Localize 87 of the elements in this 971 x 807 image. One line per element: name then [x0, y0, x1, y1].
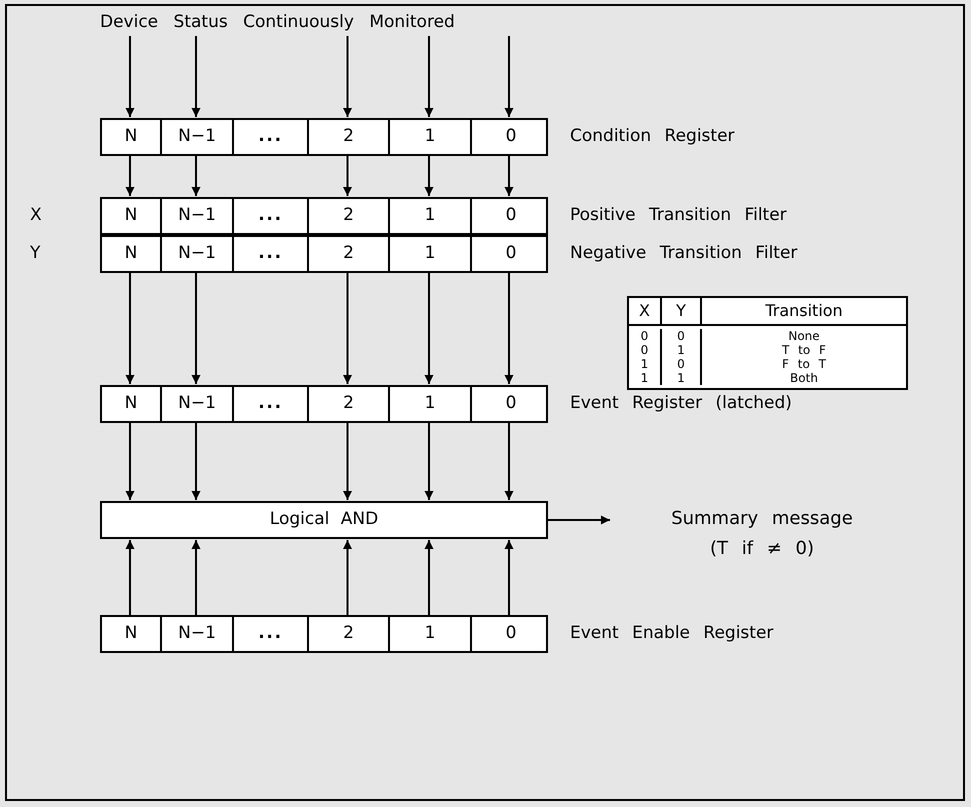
bit-cell: 1 — [390, 237, 472, 271]
bit-cell: 1 — [390, 617, 472, 651]
bit-cell: 2 — [309, 237, 390, 271]
bit-cell: N−1 — [162, 617, 234, 651]
table-cell-text: 1 — [640, 371, 648, 385]
table-cell-text: 1 — [677, 343, 685, 357]
bit-cell: ... — [234, 237, 309, 271]
bit-cell: ... — [234, 199, 309, 233]
bit-cell: N — [102, 387, 162, 421]
arrow — [343, 36, 352, 117]
arrow — [424, 156, 434, 196]
register-box — [100, 615, 548, 653]
arrow — [126, 273, 134, 384]
bit-cell: 2 — [309, 199, 390, 233]
row-letter: Y — [30, 242, 40, 266]
bit-cell: ... — [234, 120, 309, 154]
bit-cell: N — [102, 617, 162, 651]
arrow — [192, 36, 200, 117]
arrow — [504, 273, 514, 384]
arrow — [126, 540, 134, 615]
register-label: Condition Register — [570, 125, 735, 148]
register-box — [100, 385, 548, 423]
register-label: Positive Transition Filter — [570, 204, 787, 228]
arrow — [343, 423, 352, 500]
bit-cell: 1 — [390, 120, 472, 154]
arrow — [192, 423, 200, 500]
bit-cell: 2 — [309, 120, 390, 154]
register-box — [100, 235, 548, 273]
bit-cell: N — [102, 237, 162, 271]
register-label: Negative Transition Filter — [570, 242, 798, 266]
table-cell-text: 0 — [677, 329, 685, 343]
arrow — [424, 540, 434, 615]
arrow — [126, 423, 134, 500]
table-cell-text: Y — [676, 300, 686, 322]
bit-cell: 0 — [472, 199, 550, 233]
bit-cell: 2 — [309, 617, 390, 651]
bit-cell: ... — [234, 387, 309, 421]
bit-cell: 2 — [309, 387, 390, 421]
table-cell-text: 1 — [677, 371, 685, 385]
bit-cell: 0 — [472, 120, 550, 154]
bit-cell: N−1 — [162, 120, 234, 154]
status-heading: Device Status Continuously Monitored — [100, 10, 560, 36]
register-label: Event Enable Register — [570, 622, 774, 646]
arrow — [126, 36, 134, 117]
table-cell-text: 0 — [640, 329, 648, 343]
table-cell-text: F to T — [782, 357, 826, 371]
bit-cell: N−1 — [162, 199, 234, 233]
arrow — [504, 423, 514, 500]
arrow — [192, 540, 200, 615]
table-cell-text: 0 — [677, 357, 685, 371]
table-cell-text: Both — [790, 371, 818, 385]
bit-cell: 0 — [472, 237, 550, 271]
arrow — [192, 156, 200, 196]
arrow — [424, 273, 434, 384]
arrow — [424, 423, 434, 500]
arrow — [504, 156, 514, 196]
table-cell-text: T to F — [782, 343, 826, 357]
arrow — [424, 36, 434, 117]
bit-cell: 0 — [472, 387, 550, 421]
table-cell-text: None — [788, 329, 820, 343]
bit-cell: 1 — [390, 199, 472, 233]
bit-cell: N — [102, 120, 162, 154]
bit-cell: N−1 — [162, 387, 234, 421]
table-cell-text: 0 — [640, 343, 648, 357]
arrow — [548, 516, 610, 524]
bit-cell: 1 — [390, 387, 472, 421]
register-label: Event Register (latched) — [570, 392, 792, 416]
arrow — [126, 156, 134, 196]
bit-cell: 0 — [472, 617, 550, 651]
arrow — [504, 36, 514, 117]
bit-cell: N — [102, 199, 162, 233]
row-letter: X — [30, 204, 42, 228]
output-condition: (T if ≠ 0) — [710, 537, 814, 561]
register-box — [100, 118, 548, 156]
output-label: Summary message — [671, 507, 853, 531]
bit-cell: N−1 — [162, 237, 234, 271]
arrow — [343, 156, 352, 196]
bit-cell: ... — [234, 617, 309, 651]
arrow — [343, 273, 352, 384]
arrow — [192, 273, 200, 384]
table-cell-text: X — [639, 300, 650, 322]
table-cell-text: Transition — [765, 300, 843, 322]
arrow — [504, 540, 514, 615]
logic-gate-box: Logical AND — [100, 501, 548, 539]
table-cell-text: 1 — [640, 357, 648, 371]
register-box — [100, 197, 548, 235]
arrow — [343, 540, 352, 615]
